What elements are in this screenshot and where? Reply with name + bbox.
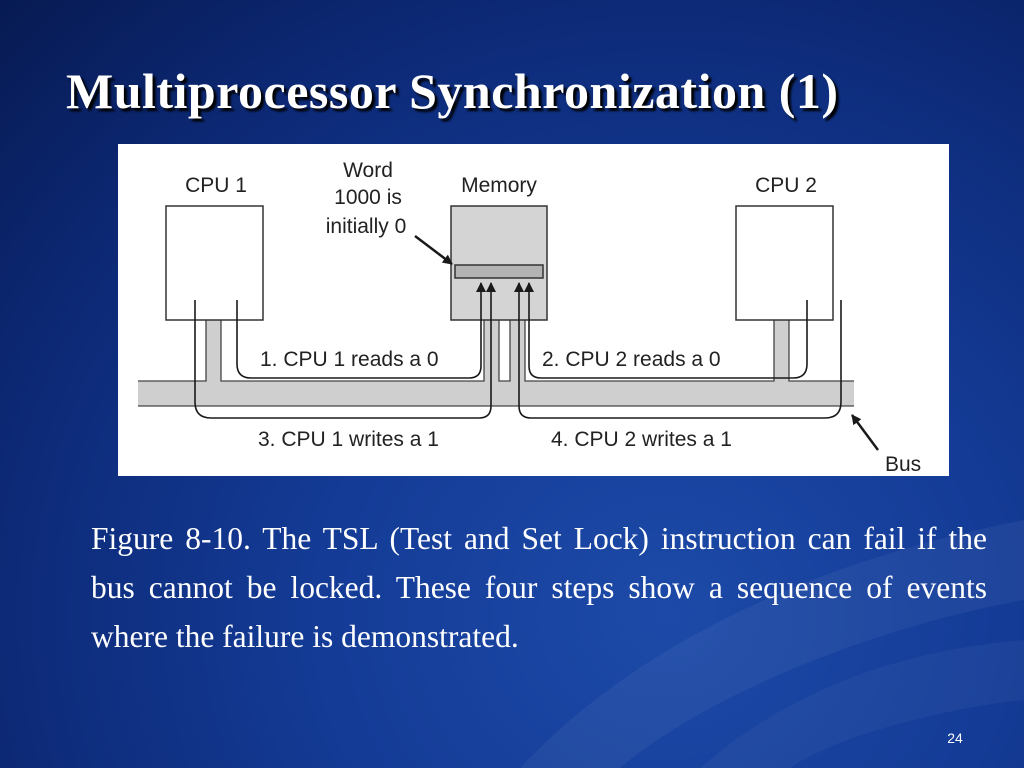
memory-label: Memory <box>461 174 537 197</box>
word-note-line3: initially 0 <box>326 215 407 238</box>
page-number: 24 <box>947 730 963 746</box>
cpu1-box <box>165 205 264 321</box>
cpu2-label: CPU 2 <box>755 174 817 197</box>
step3-path <box>194 282 496 419</box>
synchronization-diagram: CPU 1 Memory CPU 2 Word 1000 is initiall… <box>138 159 921 476</box>
memory-box <box>450 205 548 321</box>
word-pointer-arrow <box>414 235 453 265</box>
slide-title: Multiprocessor Synchronization (1) <box>66 63 839 119</box>
memory-word-1000 <box>454 264 544 279</box>
bus-pointer-arrow <box>850 414 880 451</box>
step3-label: 3. CPU 1 writes a 1 <box>258 428 439 451</box>
step2-label: 2. CPU 2 reads a 0 <box>542 348 721 371</box>
step1-path <box>236 282 486 379</box>
cpu2-box <box>735 205 834 321</box>
bus-outline <box>138 320 854 407</box>
figure-panel: CPU 1 Memory CPU 2 Word 1000 is initiall… <box>118 144 949 476</box>
word-note-line1: Word <box>343 159 393 182</box>
step4-path <box>514 282 842 419</box>
step4-label: 4. CPU 2 writes a 1 <box>551 428 732 451</box>
figure-caption: Figure 8-10. The TSL (Test and Set Lock)… <box>91 521 987 654</box>
word-note-line2: 1000 is <box>334 186 402 209</box>
step2-path <box>524 282 808 379</box>
cpu1-label: CPU 1 <box>185 174 247 197</box>
bus-shape <box>138 320 854 406</box>
bus-label: Bus <box>885 453 921 476</box>
step1-label: 1. CPU 1 reads a 0 <box>260 348 439 371</box>
